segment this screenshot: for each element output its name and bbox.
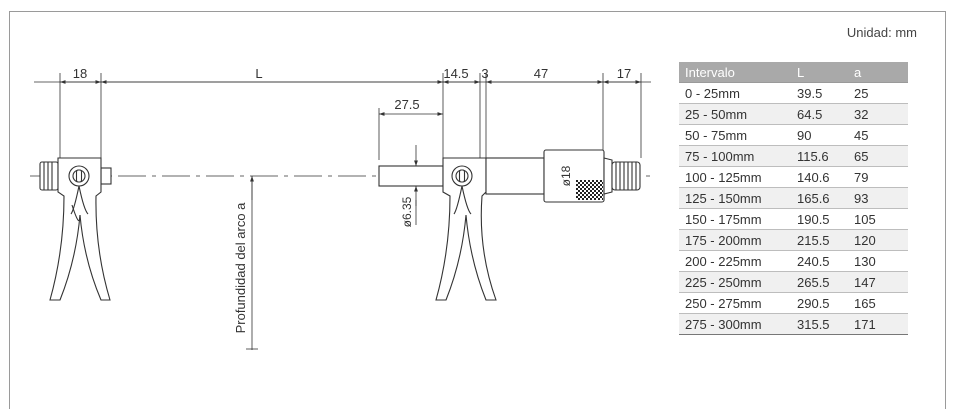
cell-a: 32 bbox=[848, 103, 908, 125]
cell-range: 125 - 150mm bbox=[679, 187, 791, 209]
cell-range: 0 - 25mm bbox=[679, 82, 791, 104]
dim-phi-6-35: ø6.35 bbox=[400, 196, 414, 227]
cell-a: 130 bbox=[848, 250, 908, 272]
header-L: L bbox=[791, 62, 848, 83]
cell-range: 50 - 75mm bbox=[679, 124, 791, 146]
cell-a: 25 bbox=[848, 82, 908, 104]
cell-a: 79 bbox=[848, 166, 908, 188]
header-a: a bbox=[848, 62, 908, 83]
units-label: Unidad: mm bbox=[846, 25, 917, 40]
left-anvil-unit bbox=[39, 157, 112, 301]
dim-18: 18 bbox=[73, 66, 87, 81]
cell-a: 93 bbox=[848, 187, 908, 209]
cell-L: 190.5 bbox=[791, 208, 848, 230]
dim-17: 17 bbox=[617, 66, 631, 81]
header-intervalo: Intervalo bbox=[679, 62, 791, 83]
dim-14-5: 14.5 bbox=[443, 66, 468, 81]
cell-range: 175 - 200mm bbox=[679, 229, 791, 251]
dim-27-5: 27.5 bbox=[394, 97, 419, 112]
cell-L: 165.6 bbox=[791, 187, 848, 209]
cell-range: 100 - 125mm bbox=[679, 166, 791, 188]
dim-3: 3 bbox=[481, 66, 488, 81]
cell-a: 171 bbox=[848, 313, 908, 335]
depth-label: Profundidad del arco a bbox=[233, 202, 248, 334]
cell-a: 105 bbox=[848, 208, 908, 230]
table-header-row: Intervalo L a bbox=[679, 62, 908, 83]
right-micrometer-head bbox=[378, 149, 641, 301]
cell-range: 225 - 250mm bbox=[679, 271, 791, 293]
cell-L: 290.5 bbox=[791, 292, 848, 314]
cell-a: 45 bbox=[848, 124, 908, 146]
cell-range: 75 - 100mm bbox=[679, 145, 791, 167]
cell-range: 200 - 225mm bbox=[679, 250, 791, 272]
cell-range: 150 - 175mm bbox=[679, 208, 791, 230]
cell-L: 215.5 bbox=[791, 229, 848, 251]
drawing-frame bbox=[9, 11, 946, 409]
cell-L: 39.5 bbox=[791, 82, 848, 104]
cell-L: 265.5 bbox=[791, 271, 848, 293]
cell-range: 250 - 275mm bbox=[679, 292, 791, 314]
cell-a: 120 bbox=[848, 229, 908, 251]
cell-a: 65 bbox=[848, 145, 908, 167]
dim-phi-18: ø18 bbox=[559, 165, 573, 186]
cell-range: 25 - 50mm bbox=[679, 103, 791, 125]
cell-a: 147 bbox=[848, 271, 908, 293]
cell-L: 90 bbox=[791, 124, 848, 146]
cell-a: 165 bbox=[848, 292, 908, 314]
dim-L: L bbox=[255, 66, 262, 81]
cell-L: 240.5 bbox=[791, 250, 848, 272]
cell-L: 115.6 bbox=[791, 145, 848, 167]
cell-L: 315.5 bbox=[791, 313, 848, 335]
dim-47: 47 bbox=[534, 66, 548, 81]
cell-L: 64.5 bbox=[791, 103, 848, 125]
cell-range: 275 - 300mm bbox=[679, 313, 791, 335]
cell-L: 140.6 bbox=[791, 166, 848, 188]
